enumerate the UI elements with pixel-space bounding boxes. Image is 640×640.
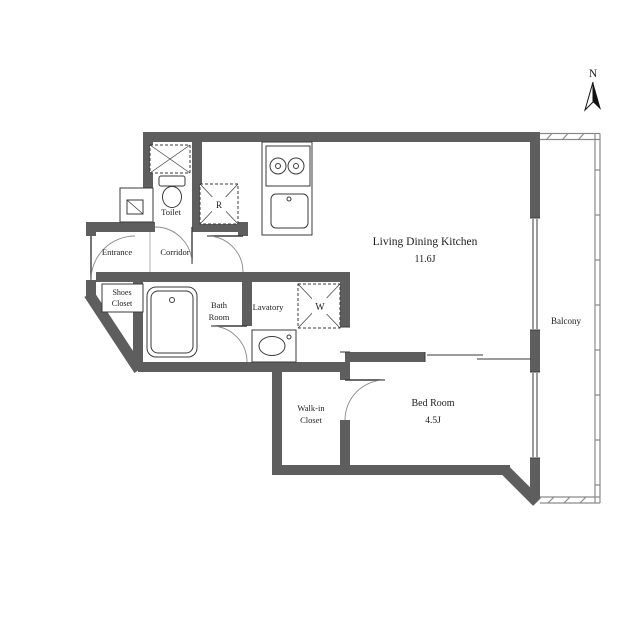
shoes-closet-label-line1: Shoes: [112, 288, 131, 297]
stove-burner-left-center: [275, 163, 281, 169]
windows: [340, 217, 540, 459]
entrance-door-arc: [90, 235, 136, 281]
wall-entrance-left-top: [86, 222, 96, 236]
lavatory-faucet-icon: [286, 334, 292, 340]
entrance-label: Entrance: [102, 247, 132, 257]
wic-label-line1: Walk-in: [297, 403, 325, 413]
wall-bath-lavatory-divider: [242, 282, 252, 326]
ldk-label: Living Dining Kitchen: [373, 236, 478, 248]
north-arrow-icon: [583, 81, 601, 112]
stove-burner-right-center: [293, 163, 299, 169]
bathtub-drain-icon: [169, 297, 175, 303]
corridor-label: Corridor: [160, 247, 189, 257]
wall-toilet-right: [192, 132, 202, 232]
wall-corridor-top-right: [192, 222, 248, 232]
bedroom-window-glazing: [532, 373, 538, 457]
ldk-size-label: 11.6J: [414, 254, 435, 265]
door-leaves: [90, 227, 385, 381]
lavatory-basin-icon: [258, 336, 286, 356]
toilet-upper-cabinet-diagonals: [149, 144, 191, 174]
lavatory-opening-jamb: [340, 326, 350, 353]
bedroom-size-label: 4.5J: [425, 416, 441, 426]
wall-right-lower: [530, 458, 540, 498]
bath-door-arc: [210, 325, 248, 363]
bath-room-label-line1: Bath: [211, 300, 228, 310]
kitchen-faucet-icon: [286, 196, 292, 202]
wic-label-line2: Closet: [300, 415, 322, 425]
ldk-window-glazing: [532, 219, 538, 329]
north-label: N: [589, 68, 598, 80]
refrigerator-label-bg: [212, 197, 226, 212]
wall-wic-left-outer: [272, 362, 282, 475]
wall-lavatory-ldk: [340, 272, 350, 327]
window-jambs: [530, 217, 540, 459]
wall-bath-left: [133, 282, 143, 362]
door-swing-arcs: [90, 226, 386, 421]
wall-corridor-bottom: [96, 272, 350, 282]
wall-ldk-door-stub: [238, 222, 248, 236]
ldk-door-arc: [206, 235, 244, 273]
meter-box-diagonal: [126, 199, 144, 215]
wall-corridor-top-left: [86, 222, 155, 232]
bath-room-label-line2: Room: [209, 312, 230, 322]
toilet-bowl-icon: [162, 186, 182, 208]
ldk-bedroom-sliding-door: [424, 352, 531, 362]
wall-ldk-bedroom: [345, 352, 425, 362]
wall-diagonal-left: [84, 290, 144, 374]
shoes-closet-label-line2: Closet: [112, 299, 133, 308]
bedroom-label: Bed Room: [411, 398, 454, 409]
lavatory-label: Lavatory: [253, 302, 284, 312]
washer-label: W: [315, 302, 325, 313]
toilet-door-arc: [154, 226, 193, 265]
wall-right-mid: [530, 330, 540, 372]
wall-toilet-left: [143, 132, 153, 188]
balcony-label: Balcony: [551, 316, 581, 326]
washer-label-bg: [312, 298, 328, 314]
wall-bottom: [272, 465, 510, 475]
wall-diagonal-right: [502, 467, 541, 506]
kitchen-sink: [270, 193, 309, 229]
walls: [84, 132, 541, 506]
wall-wic-bedroom-bottom: [340, 420, 350, 465]
north-arrow-light-half: [583, 81, 594, 112]
balcony-bottom-edge: [540, 496, 600, 504]
balcony-top-edge: [540, 132, 600, 141]
meter-box: [119, 187, 154, 223]
toilet-label: Toilet: [161, 207, 181, 217]
fixtures: [101, 141, 341, 363]
refrigerator-label: R: [216, 200, 222, 210]
wall-right-upper: [530, 132, 540, 218]
balcony-outline: [540, 132, 601, 504]
north-arrow-dark-half: [593, 82, 601, 110]
shoes-closet-box: [101, 283, 144, 313]
wall-top: [143, 132, 540, 142]
wic-door-arc: [344, 379, 386, 421]
bathtub-inner: [150, 290, 194, 354]
wall-entrance-left-bottom: [86, 280, 96, 298]
toilet-tank: [158, 175, 186, 187]
doors: [90, 226, 386, 421]
balcony-right-railing: [594, 133, 601, 503]
wall-bath-bottom: [138, 362, 350, 372]
wall-wic-bedroom-top: [340, 362, 350, 380]
